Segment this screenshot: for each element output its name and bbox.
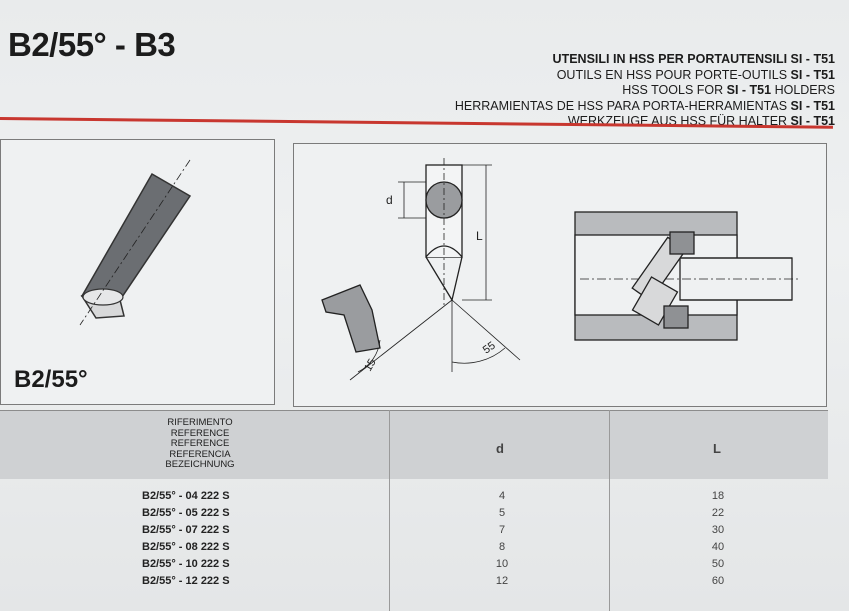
table-row: B2/55° - 10 222 S 10 50	[0, 558, 849, 574]
table-row: B2/55° - 04 222 S 4 18	[0, 490, 849, 506]
column-divider	[389, 410, 390, 611]
reference-cell: B2/55° - 05 222 S	[142, 507, 230, 519]
d-cell: 8	[498, 541, 506, 553]
dim-L-label: L	[476, 229, 483, 243]
table-row: B2/55° - 08 222 S 8 40	[0, 541, 849, 557]
angle-15-label: 15	[362, 357, 379, 374]
reference-cell: B2/55° - 10 222 S	[142, 558, 230, 570]
headline-it: UTENSILI IN HSS PER PORTAUTENSILI SI - T…	[552, 52, 835, 66]
headline-fr: OUTILS EN HSS POUR PORTE-OUTILS SI - T51	[556, 67, 835, 82]
reference-cell: B2/55° - 07 222 S	[142, 524, 230, 536]
d-cell: 10	[495, 558, 509, 570]
reference-cell: B2/55° - 04 222 S	[142, 490, 230, 502]
table-row: B2/55° - 12 222 S 12 60	[0, 575, 849, 591]
table-row: B2/55° - 05 222 S 5 22	[0, 507, 849, 523]
L-column-header: L	[713, 441, 721, 456]
page-title: B2/55° - B3	[8, 26, 176, 63]
d-cell: 7	[498, 524, 506, 536]
holder-section-drawing	[574, 211, 800, 341]
L-cell: 60	[711, 575, 725, 587]
reference-cell: B2/55° - 12 222 S	[142, 575, 230, 587]
shank-drawing	[321, 158, 521, 381]
column-divider	[609, 410, 610, 611]
d-cell: 5	[498, 507, 506, 519]
angle-55-label: 55	[481, 340, 498, 357]
L-cell: 50	[711, 558, 725, 570]
L-cell: 40	[711, 541, 725, 553]
d-cell: 12	[495, 575, 509, 587]
dim-d-label: d	[386, 193, 393, 207]
L-cell: 30	[711, 524, 725, 536]
L-cell: 22	[711, 507, 725, 519]
L-cell: 18	[711, 490, 725, 502]
tool-bit-illustration	[79, 159, 192, 326]
reference-column-header: RIFERIMENTO REFERENCE REFERENCE REFERENC…	[165, 417, 235, 470]
d-cell: 4	[498, 490, 506, 502]
d-column-header: d	[496, 441, 504, 456]
tool-type-label: B2/55°	[14, 366, 88, 393]
table-header	[0, 410, 828, 479]
headline-es: HERRAMIENTAS DE HSS PARA PORTA-HERRAMIEN…	[454, 98, 835, 113]
headline-en: HSS TOOLS FOR SI - T51 HOLDERS	[622, 83, 835, 97]
reference-cell: B2/55° - 08 222 S	[142, 541, 230, 553]
table-row: B2/55° - 07 222 S 7 30	[0, 524, 849, 540]
